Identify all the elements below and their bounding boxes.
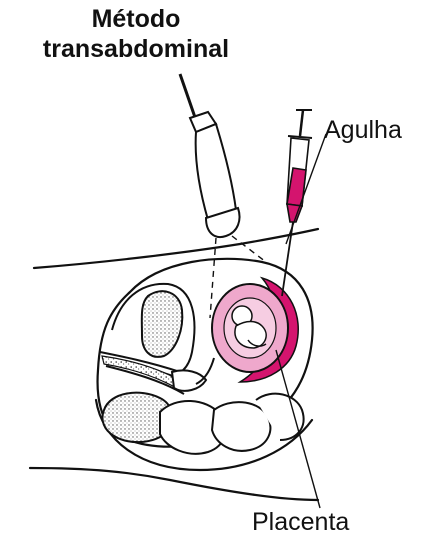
pubic-bone (142, 291, 183, 357)
bowel-loops (102, 393, 303, 454)
ultrasound-probe-icon (180, 74, 240, 237)
needle-label: Agulha (324, 116, 402, 144)
needle-shaft (282, 222, 293, 296)
placenta-label: Placenta (252, 508, 349, 536)
abdomen-line (34, 229, 318, 268)
syringe-icon (282, 110, 312, 296)
lower-body-line (30, 468, 318, 500)
